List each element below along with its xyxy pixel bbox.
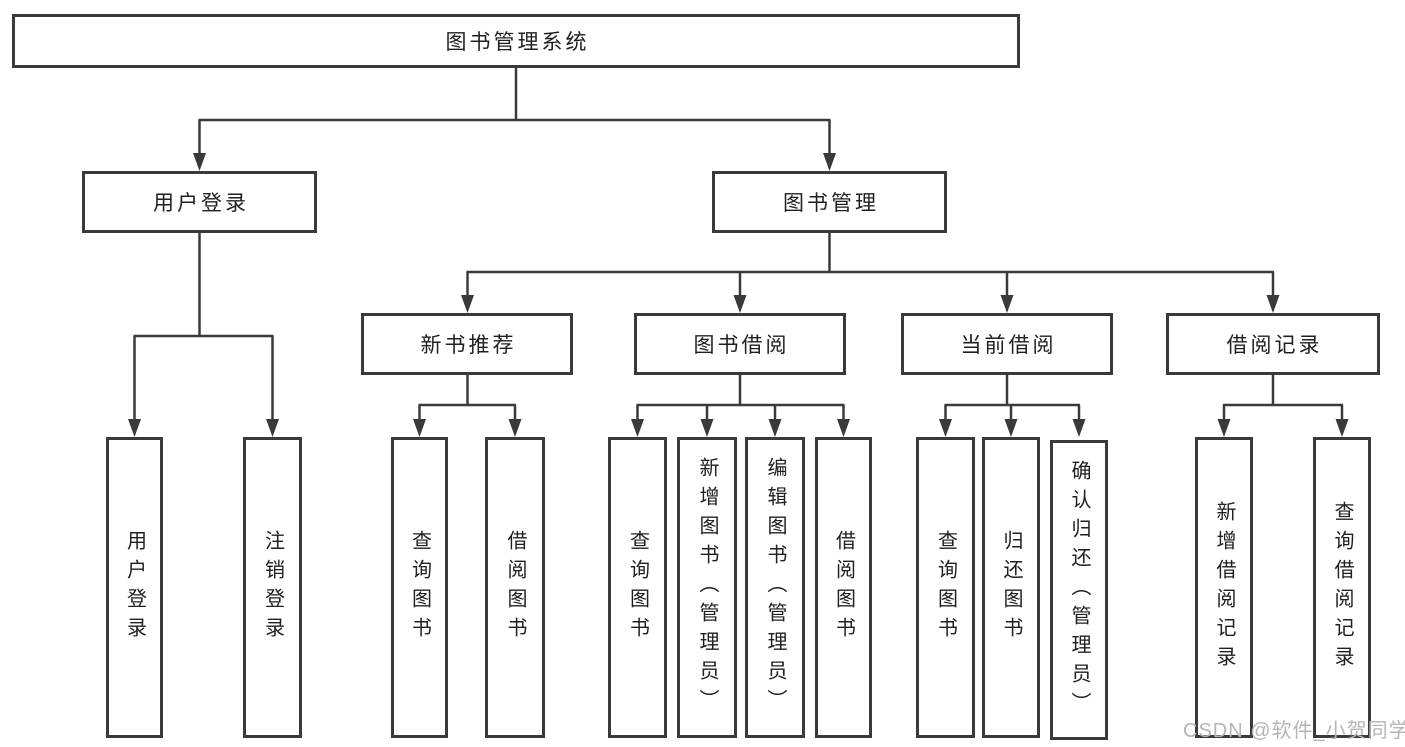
- arrow-down-icon: [823, 153, 836, 171]
- arrow-down-icon: [128, 419, 141, 437]
- leaf-br-add-record: 新增借阅记录: [1195, 437, 1253, 738]
- arrow-down-icon: [768, 419, 782, 437]
- arrow-down-icon: [461, 295, 474, 313]
- leaf-bb-add-books-admin: 新增图书（管理员）: [677, 437, 737, 738]
- leaf-bb-edit-books-admin: 编辑图书（管理员）: [745, 437, 805, 738]
- leaf-nbr-borrow-books: 借阅图书: [485, 437, 545, 738]
- leaf-user-login: 用户登录: [106, 437, 163, 738]
- leaf-cb-return-books: 归还图书: [982, 437, 1040, 738]
- leaf-bb-query-books: 查询图书: [608, 437, 667, 738]
- arrow-down-icon: [837, 419, 850, 437]
- arrow-down-icon: [1217, 419, 1231, 437]
- arrow-down-icon: [1335, 419, 1349, 437]
- node-user-login: 用户登录: [82, 171, 317, 233]
- arrow-down-icon: [733, 295, 747, 313]
- leaf-cb-query-books: 查询图书: [916, 437, 975, 738]
- arrow-down-icon: [413, 419, 426, 437]
- node-new-book-recommend: 新书推荐: [361, 313, 573, 375]
- leaf-br-query-record: 查询借阅记录: [1313, 437, 1371, 738]
- node-current-borrow: 当前借阅: [901, 313, 1113, 375]
- leaf-bb-borrow-books: 借阅图书: [815, 437, 872, 738]
- arrow-down-icon: [508, 419, 522, 437]
- arrow-down-icon: [1072, 419, 1086, 437]
- arrow-down-icon: [1000, 295, 1014, 313]
- node-book-management: 图书管理: [712, 171, 947, 233]
- arrow-down-icon: [193, 153, 206, 171]
- arrow-down-icon: [266, 419, 279, 437]
- arrow-down-icon: [1266, 295, 1280, 313]
- node-borrow-record: 借阅记录: [1166, 313, 1380, 375]
- arrow-down-icon: [1004, 419, 1018, 437]
- leaf-cb-confirm-return-admin: 确认归还（管理员）: [1050, 440, 1108, 740]
- arrow-down-icon: [939, 419, 952, 437]
- node-book-borrow: 图书借阅: [634, 313, 846, 375]
- arrow-down-icon: [700, 419, 714, 437]
- csdn-watermark: CSDN @软件_小贺同学: [1183, 720, 1405, 742]
- leaf-logout: 注销登录: [243, 437, 302, 738]
- arrow-down-icon: [631, 419, 644, 437]
- node-library-system: 图书管理系统: [12, 14, 1020, 68]
- leaf-nbr-query-books: 查询图书: [391, 437, 448, 738]
